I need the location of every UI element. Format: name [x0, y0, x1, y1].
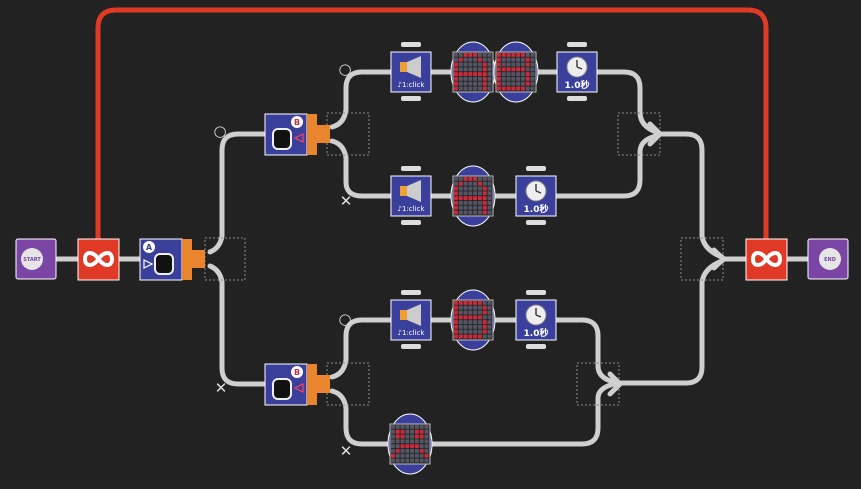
timer-block[interactable]: 1.0秒	[556, 42, 598, 101]
sensor-b-upper-badge	[291, 116, 303, 128]
led-pattern-sad	[391, 425, 429, 463]
sensor-b-upper-block[interactable]: B	[264, 113, 330, 156]
clock-icon	[566, 56, 588, 78]
wire-fork-bl-top	[329, 317, 394, 380]
button-sensor-icon	[272, 128, 304, 150]
sensor-b-lower-block[interactable]: B	[264, 363, 330, 406]
wire-row2-out	[553, 133, 659, 199]
led-matrix-block[interactable]	[493, 41, 539, 103]
clock-icon	[525, 180, 547, 202]
sensor-a-block[interactable]: A	[139, 238, 205, 281]
button-sensor-icon	[143, 253, 174, 275]
branch-connector[interactable]	[307, 114, 330, 155]
sensor-a-badge	[143, 241, 155, 253]
end-terminal-icon	[819, 248, 841, 270]
led-pattern-b	[454, 301, 492, 339]
sound-blocks: ♪1:click ♪1:click ♪1:click	[390, 42, 432, 349]
led-matrix-block[interactable]	[450, 41, 496, 103]
timer-label: 1.0秒	[524, 203, 549, 215]
branch-no-mark-a: ✕	[215, 379, 228, 397]
loop-end-block[interactable]	[745, 238, 788, 281]
wire-row1-out	[595, 69, 659, 135]
branch-no-mark-bl: ✕	[340, 442, 353, 460]
led-pattern-b	[497, 53, 535, 91]
sound-label: ♪1:click	[398, 205, 426, 213]
wire-fork-bu-bottom	[329, 138, 394, 199]
loop-start-block[interactable]	[77, 238, 120, 281]
sound-label: ♪1:click	[398, 329, 426, 337]
start-block[interactable]: START	[15, 238, 57, 280]
button-sensor-icon	[272, 378, 304, 400]
branch-connector[interactable]	[182, 239, 205, 280]
speaker-icon	[400, 56, 421, 78]
junction-outlines	[204, 112, 724, 406]
led-pattern-a	[454, 177, 492, 215]
led-matrix-block[interactable]	[387, 413, 433, 475]
end-block[interactable]: END	[807, 238, 849, 280]
sensor-b-lower-badge-label: B	[294, 368, 300, 377]
wire-merge-lower	[611, 258, 725, 386]
sound-block[interactable]: ♪1:click	[390, 42, 432, 101]
start-label: START	[23, 257, 41, 263]
sound-block[interactable]: ♪1:click	[390, 166, 432, 225]
wire-fork-a-upper	[207, 131, 269, 255]
led-pattern-a	[454, 53, 492, 91]
sound-label: ♪1:click	[398, 81, 426, 89]
branch-yes-mark-a: ○	[213, 122, 226, 140]
wire-merge-upper	[653, 131, 725, 260]
end-label: END	[824, 257, 836, 263]
timer-label: 1.0秒	[524, 327, 549, 339]
branch-no-mark-bu: ✕	[340, 192, 353, 210]
infinity-icon	[82, 251, 115, 267]
start-terminal-icon	[21, 248, 43, 270]
wire-row4-out	[428, 381, 617, 447]
timer-block[interactable]: 1.0秒	[515, 166, 557, 225]
branch-yes-mark-bl: ○	[338, 310, 351, 328]
sensor-a-badge-label: A	[146, 243, 153, 252]
wire-fork-a-lower	[207, 263, 269, 387]
wire-fork-bl-bottom	[329, 388, 394, 447]
merge-brackets	[607, 121, 729, 397]
led-blocks	[387, 41, 539, 475]
led-matrix-block[interactable]	[450, 289, 496, 351]
sensor-b-upper-badge-label: B	[294, 118, 300, 127]
loop-back-wire[interactable]	[95, 7, 769, 243]
infinity-icon	[750, 251, 783, 267]
speaker-icon	[400, 304, 421, 326]
branch-yes-mark-bu: ○	[338, 60, 351, 78]
sensor-b-lower-badge	[291, 366, 303, 378]
led-matrix-block[interactable]	[450, 165, 496, 227]
clock-icon	[525, 304, 547, 326]
wire-row3-out	[553, 317, 617, 385]
speaker-icon	[400, 180, 421, 202]
branch-connector[interactable]	[307, 364, 330, 405]
timer-block[interactable]: 1.0秒	[515, 290, 557, 349]
sound-block[interactable]: ♪1:click	[390, 290, 432, 349]
branch-marks: ○ ✕ ○ ✕ ○ ✕	[213, 60, 352, 460]
timer-label: 1.0秒	[565, 79, 590, 91]
wire-fork-bu-top	[329, 69, 394, 130]
timer-blocks: 1.0秒 1.0秒 1.0秒	[515, 42, 598, 349]
